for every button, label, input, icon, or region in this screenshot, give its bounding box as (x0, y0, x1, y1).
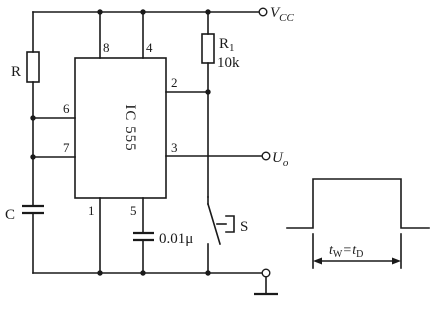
pin-5-label: 5 (130, 203, 137, 218)
pin-7-label: 7 (63, 140, 70, 155)
pulse-width-label: tW=tD (329, 243, 363, 260)
resistor-r1-label: R1 (219, 36, 235, 54)
ic-555-label: IC 555 (122, 104, 138, 151)
resistor-r1 (201, 33, 215, 64)
ground-rail (32, 268, 271, 278)
output-label: Uo (272, 150, 289, 169)
pin-2-label: 2 (171, 75, 178, 90)
pin-3-label: 3 (171, 140, 178, 155)
output-pulse-waveform (286, 178, 430, 229)
resistor-r (26, 51, 40, 83)
switch-s-label: S (240, 219, 248, 235)
pin-6-label: 6 (63, 101, 70, 116)
ic-555-body (74, 57, 167, 199)
vcc-rail (32, 7, 268, 17)
resistor-r-label: R (11, 64, 21, 80)
resistor-r1-value: 10k (217, 55, 240, 71)
pin-1-label: 1 (88, 203, 95, 218)
pulse-width-dimension (312, 233, 402, 269)
capacitor-001u (133, 231, 154, 274)
pin-4-label: 4 (146, 40, 153, 55)
capacitor-001u-label: 0.01μ (159, 231, 193, 247)
switch-s (207, 196, 235, 274)
output-terminal (261, 151, 271, 161)
vcc-label: VCC (270, 5, 295, 24)
capacitor-c (22, 204, 44, 215)
ground-icon (254, 276, 278, 296)
pin-8-label: 8 (103, 40, 110, 55)
capacitor-c-label: C (5, 207, 15, 223)
